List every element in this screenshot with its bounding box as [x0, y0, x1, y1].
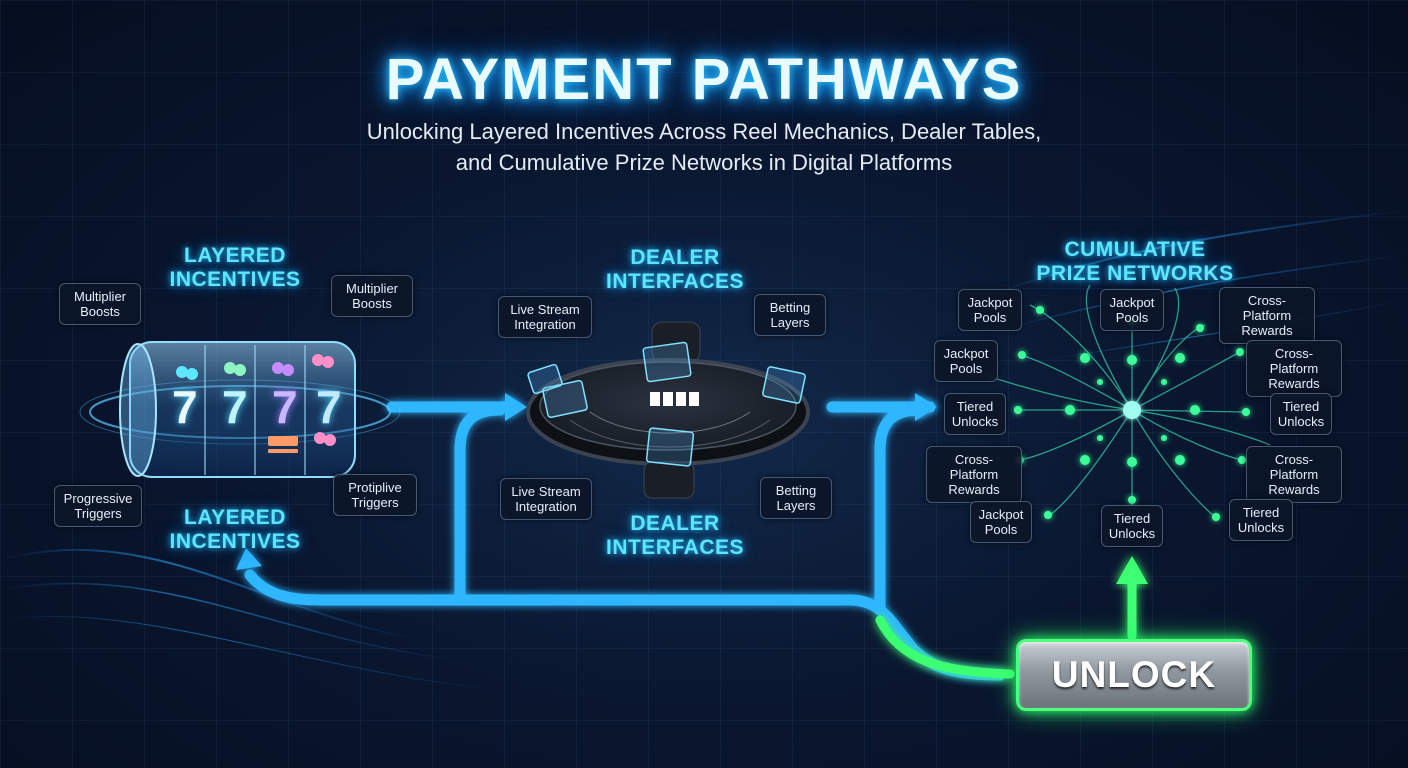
cherry-icon [312, 354, 334, 368]
page-subtitle: Unlocking Layered Incentives Across Reel… [366, 119, 1042, 175]
arrowhead-unlock-up [1116, 556, 1148, 584]
flow-path-branch-left [454, 404, 506, 606]
arrowhead-to-table [505, 393, 527, 421]
section-title-layered-incentives-bottom: LAYERED INCENTIVES [169, 506, 301, 553]
cherry-icon [176, 366, 198, 380]
page-title: PAYMENT PATHWAYS [385, 47, 1023, 112]
reel-seven: 7 [316, 381, 342, 433]
reel-seven: 7 [272, 381, 298, 433]
dealer-chair-bottom [643, 461, 695, 499]
card-icon [676, 392, 686, 406]
cherry-icon [272, 362, 294, 376]
card-icon [663, 392, 673, 406]
card-icon [650, 392, 660, 406]
flow-path-unlock [875, 615, 1015, 679]
holo-panel [762, 366, 806, 404]
label-jackpot-pools: Jackpot Pools [958, 289, 1022, 331]
label-cross-platform-rewards: Cross-Platform Rewards [1246, 340, 1342, 397]
label-progressive-triggers: Progressive Triggers [54, 485, 142, 527]
section-title-cumulative-prize-networks: CUMULATIVE PRIZE NETWORKS [1036, 238, 1234, 285]
holo-panel [527, 363, 563, 395]
holo-panel [642, 341, 692, 383]
label-cross-platform-rewards: Cross-Platform Rewards [1219, 287, 1315, 344]
arrowhead-to-network [915, 393, 937, 421]
label-live-stream-integration-bottom: Live Stream Integration [500, 478, 592, 520]
section-title-layered-incentives: LAYERED INCENTIVES [169, 244, 301, 291]
cherry-icon [314, 432, 336, 446]
label-jackpot-pools: Jackpot Pools [970, 501, 1032, 543]
holo-panel [645, 427, 695, 467]
label-tiered-unlocks: Tiered Unlocks [944, 393, 1006, 435]
label-protiplive-triggers: Protiplive Triggers [333, 474, 417, 516]
section-title-dealer-interfaces-bottom: DEALER INTERFACES [605, 512, 744, 559]
label-cross-platform-rewards: Cross-Platform Rewards [926, 446, 1022, 503]
label-cross-platform-rewards: Cross-Platform Rewards [1246, 446, 1342, 503]
label-betting-layers-top: Betting Layers [754, 294, 826, 336]
cherry-icon [224, 362, 246, 376]
reel-seven: 7 [222, 381, 248, 433]
label-tiered-unlocks: Tiered Unlocks [1270, 393, 1332, 435]
bar-icon [268, 449, 298, 453]
label-jackpot-pools: Jackpot Pools [1100, 289, 1164, 331]
flow-path-branch-right [874, 404, 926, 616]
unlock-button[interactable]: UNLOCK [1016, 639, 1252, 711]
reel-seven: 7 [172, 381, 198, 433]
bar-icon [268, 436, 298, 446]
label-jackpot-pools: Jackpot Pools [934, 340, 998, 382]
label-multiplier-boosts-right: Multiplier Boosts [331, 275, 413, 317]
label-tiered-unlocks: Tiered Unlocks [1229, 499, 1293, 541]
label-multiplier-boosts-left: Multiplier Boosts [59, 283, 141, 325]
section-title-dealer-interfaces: DEALER INTERFACES [605, 246, 744, 293]
label-betting-layers-bottom: Betting Layers [760, 477, 832, 519]
label-live-stream-integration-top: Live Stream Integration [498, 296, 592, 338]
label-tiered-unlocks: Tiered Unlocks [1101, 505, 1163, 547]
arrowhead-to-reels [236, 548, 262, 570]
card-icon [689, 392, 699, 406]
